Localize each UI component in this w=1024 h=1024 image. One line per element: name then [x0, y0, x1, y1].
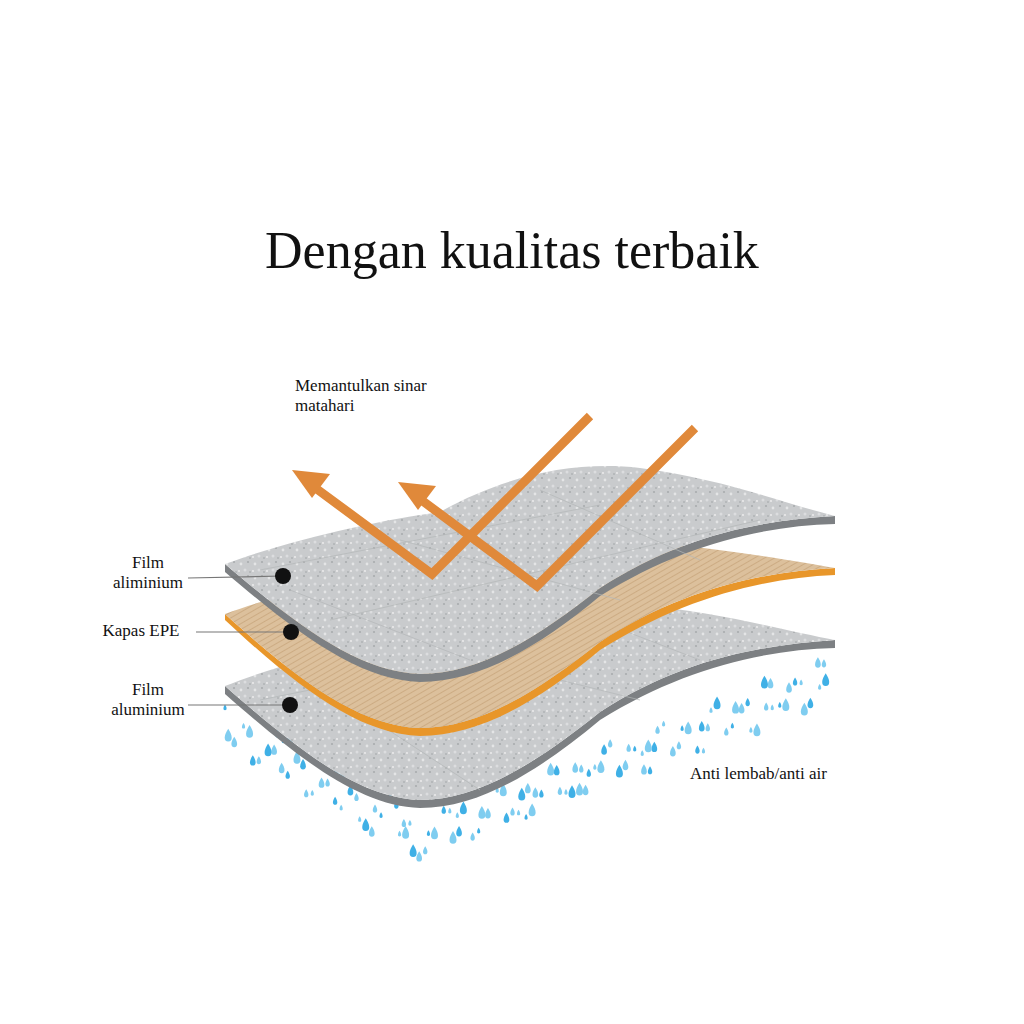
layer-label: Film aliminium	[108, 553, 188, 594]
top-foil-layer	[225, 466, 835, 682]
reflection-arrows	[292, 416, 695, 586]
leader-lines	[188, 568, 299, 713]
layer-label: Film aluminium	[108, 680, 188, 721]
callout-note: Memantulkan sinar matahari	[295, 376, 435, 417]
callout-note: Anti lembab/anti air	[690, 764, 890, 784]
layer-label: Kapas EPE	[88, 621, 194, 641]
heading: Dengan kualitas terbaik	[265, 220, 759, 282]
